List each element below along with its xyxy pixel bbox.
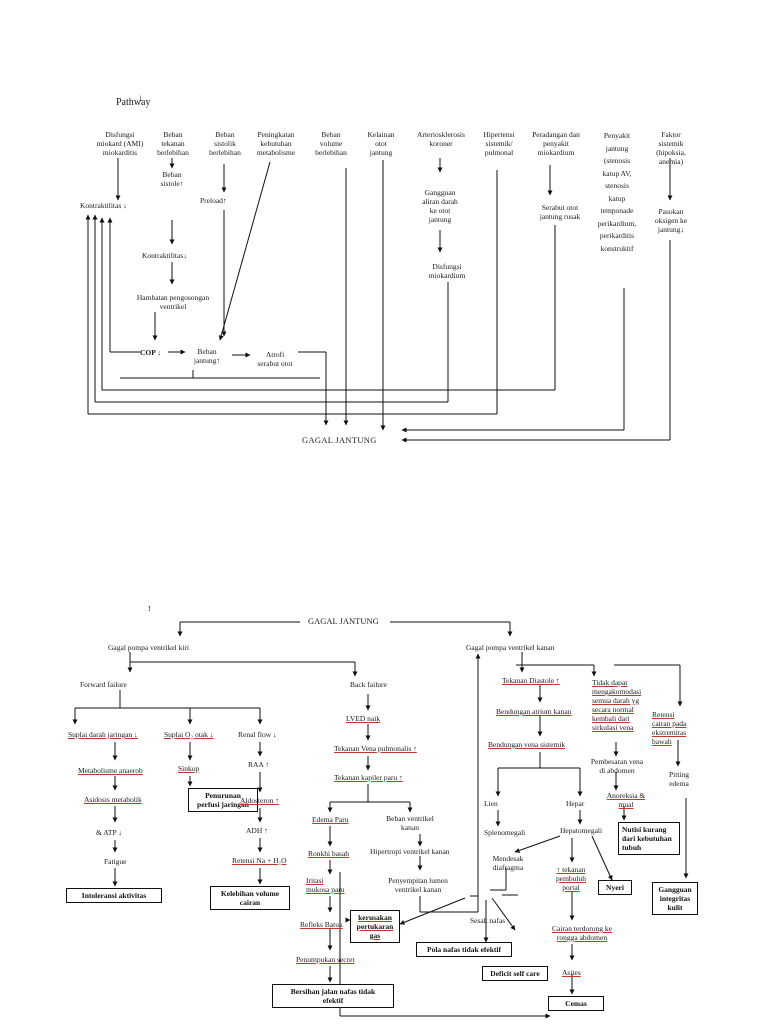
node-mendesak-diafragma: Mendesak diafragma [492,854,524,872]
diagnosis-penurunan-perfusi: Penurunan perfusi jaringan [188,788,258,812]
node-asidosis: Asidosis metabolik [84,795,142,804]
node-preload: Preload↑ [200,196,227,205]
node-bendungan-vena: Bendungan vena sistemik [488,740,566,749]
node-gagal-pompa-kiri: Gagal pompa ventrikel kiri [108,643,190,652]
node-disfungsi-miokardium: Disfungsi miokardium [428,262,466,280]
node-pasokan-oksigen: Pasokan oksigen ke jantung↓ [654,207,688,234]
node-adh: ADH ↑ [246,826,268,835]
arrow-down-icon: ↓ [138,93,143,104]
node-gangguan-aliran: Gangguan aliran darah ke otot jantung [422,188,458,224]
pathway2-marker: ! [148,604,151,613]
node-edema-paru: Edema Paru [312,815,349,824]
diagnosis-kelebihan-volume: Kelebihan volume cairan [210,886,290,910]
node-bendungan-atrium: Bendungan atrium kanan [496,707,572,716]
node-ronkhi: Ronkhi basah [308,849,350,858]
node-cop: COP ↓ [140,348,162,357]
node-retensi-na: Retensi Na + H₂O [232,856,287,865]
node-atp: & ATP ↓ [96,828,122,837]
node-splenomegali: Splenomegali [484,828,526,837]
node-beban-jantung: Beban jantung↑ [193,347,221,365]
node-beban-sistole: Beban sistole↑ [160,170,184,188]
diagnosis-intoleransi-aktivitas: Intoleransi aktivitas [66,888,162,903]
diagnosis-deficit-self-care: Deficit self care [482,966,548,981]
node-retensi-cairan: Retensi cairan pada ekstremitas bawah [652,710,687,746]
node-anoreksia: Anoreksia & mual [606,791,646,809]
cause-faktor-sistemik: Faktor sistemik (hipoksia, anemia) [656,130,686,166]
node-gagal-jantung: GAGAL JANTUNG [302,435,377,445]
node-raa: RAA ↑ [248,760,270,769]
diagnosis-bersihan-jalan-nafas: Bersihan jalan nafas tidak efektif [272,984,394,1008]
node-tekanan-vena: Tekanan Vena pulmonalis ↑ [334,744,417,753]
node-atrofi: Atrofi serabut otot [257,350,293,368]
diagnosis-nyeri: Nyeri [598,880,632,895]
node-asites: Asites [562,968,581,977]
node-penumpukan: Penumpukan secret [296,955,355,964]
node-lien: Lien [484,799,498,808]
diagnosis-pola-nafas: Pola nafas tidak efektif [416,942,512,957]
cause-peningkatan-metabolisme: Peningkatan kebutuhan metabolisme [256,130,296,157]
node-metabolisme: Metabolisme anaerob [78,766,143,775]
node-suplai-o2: Suplai O₂ otak ↓ [164,730,214,739]
node-penyempitan: Penyempitan lumen ventrikel kanan [388,876,448,894]
node-tekanan-portal: ↑ tekanan pembuluh portal [556,865,586,892]
node-suplai-darah: Suplai darah jaringan ↓ [68,730,138,739]
diagnosis-integritas-kulit: Gangguan integritas kulit [652,882,698,915]
cause-beban-tekanan: Beban tekanan berlebihan [157,130,189,157]
node-gagal-jantung-2: GAGAL JANTUNG [308,616,379,626]
node-back-failure: Back failure [350,680,387,689]
diagnosis-nutrisi-kurang: Nutisi kurang dari kebutuhan tubuh [618,822,680,855]
node-tekanan-diastole: Tekanan Diastole ↑ [502,676,560,685]
node-gagal-pompa-kanan: Gagal pompa ventrikel kanan [466,643,555,652]
node-hepatomegali: Hepatomegali [560,826,603,835]
node-lved: LVED naik [346,714,381,723]
node-sinkop: Sinkop [178,764,200,773]
node-refleks-batuk: Refleks Batuk [300,920,343,929]
node-tidak-dapat-mengakomodasi: Tidak dapat mengakomodasi semua darah yg… [592,678,642,732]
cause-peradangan: Peradangan dan penyakit miokardium [532,130,580,157]
node-aldosteron: Aldosteron ↑ [240,796,279,805]
cause-hipertensi: Hipertensi sistemik/ pulmonal [483,130,515,157]
node-serabut-otot: Serabut otot jantung rusak [539,203,581,221]
node-hipertropi: Hipertropi ventrikel kanan [370,847,450,856]
node-pitting-edema: Pitting edema [668,770,689,788]
cause-arteriosklerosis: Arteriosklerosis koroner [417,130,465,148]
cause-penyakit-jantung: Penyakit jantung (stenosis katup AV, ste… [597,131,637,253]
node-kontraktilitas: Kontraktilitas ↓ [80,201,127,210]
cause-beban-sistolik: Beban sistolik berlebihan [209,130,241,157]
cause-disfungsi-miokard: Disfungsi miokard (AMI) miokarditis [96,130,144,157]
node-kontraktilitas-2: Kontraktilitas↓ [142,251,187,260]
node-pembesaran-vena: Pembesaran vena di abdomen [590,757,644,775]
pathway-title: Pathway [116,97,151,108]
cause-kelainan-otot: Kelainan otot jantung [367,130,395,157]
node-cairan-abdomen: Cairan terdorong ke rongga abdomen [552,924,612,942]
node-tekanan-kapiler: Tekanan kapiler paru ↑ [334,773,403,782]
node-sesak-nafas: Sesak nafas [470,916,506,925]
node-renal-flow: Renal flow ↓ [238,730,277,739]
node-beban-ventrikel: Beban ventrikel kanan [386,814,434,832]
node-iritasi: Iritasi mukosa paru [306,876,345,894]
diagnosis-pertukaran-gas: kerusakan pertukaran gas [350,910,400,943]
cause-beban-volume: Beban volume berlebihan [315,130,347,157]
node-hepar: Hepar [566,799,585,808]
node-forward-failure: Forward failure [80,680,127,689]
node-hambatan: Hambatan pengosongan ventrikel [136,293,210,311]
diagnosis-cemas: Cemas [548,996,604,1011]
node-fatigue: Fatigue [104,857,127,866]
